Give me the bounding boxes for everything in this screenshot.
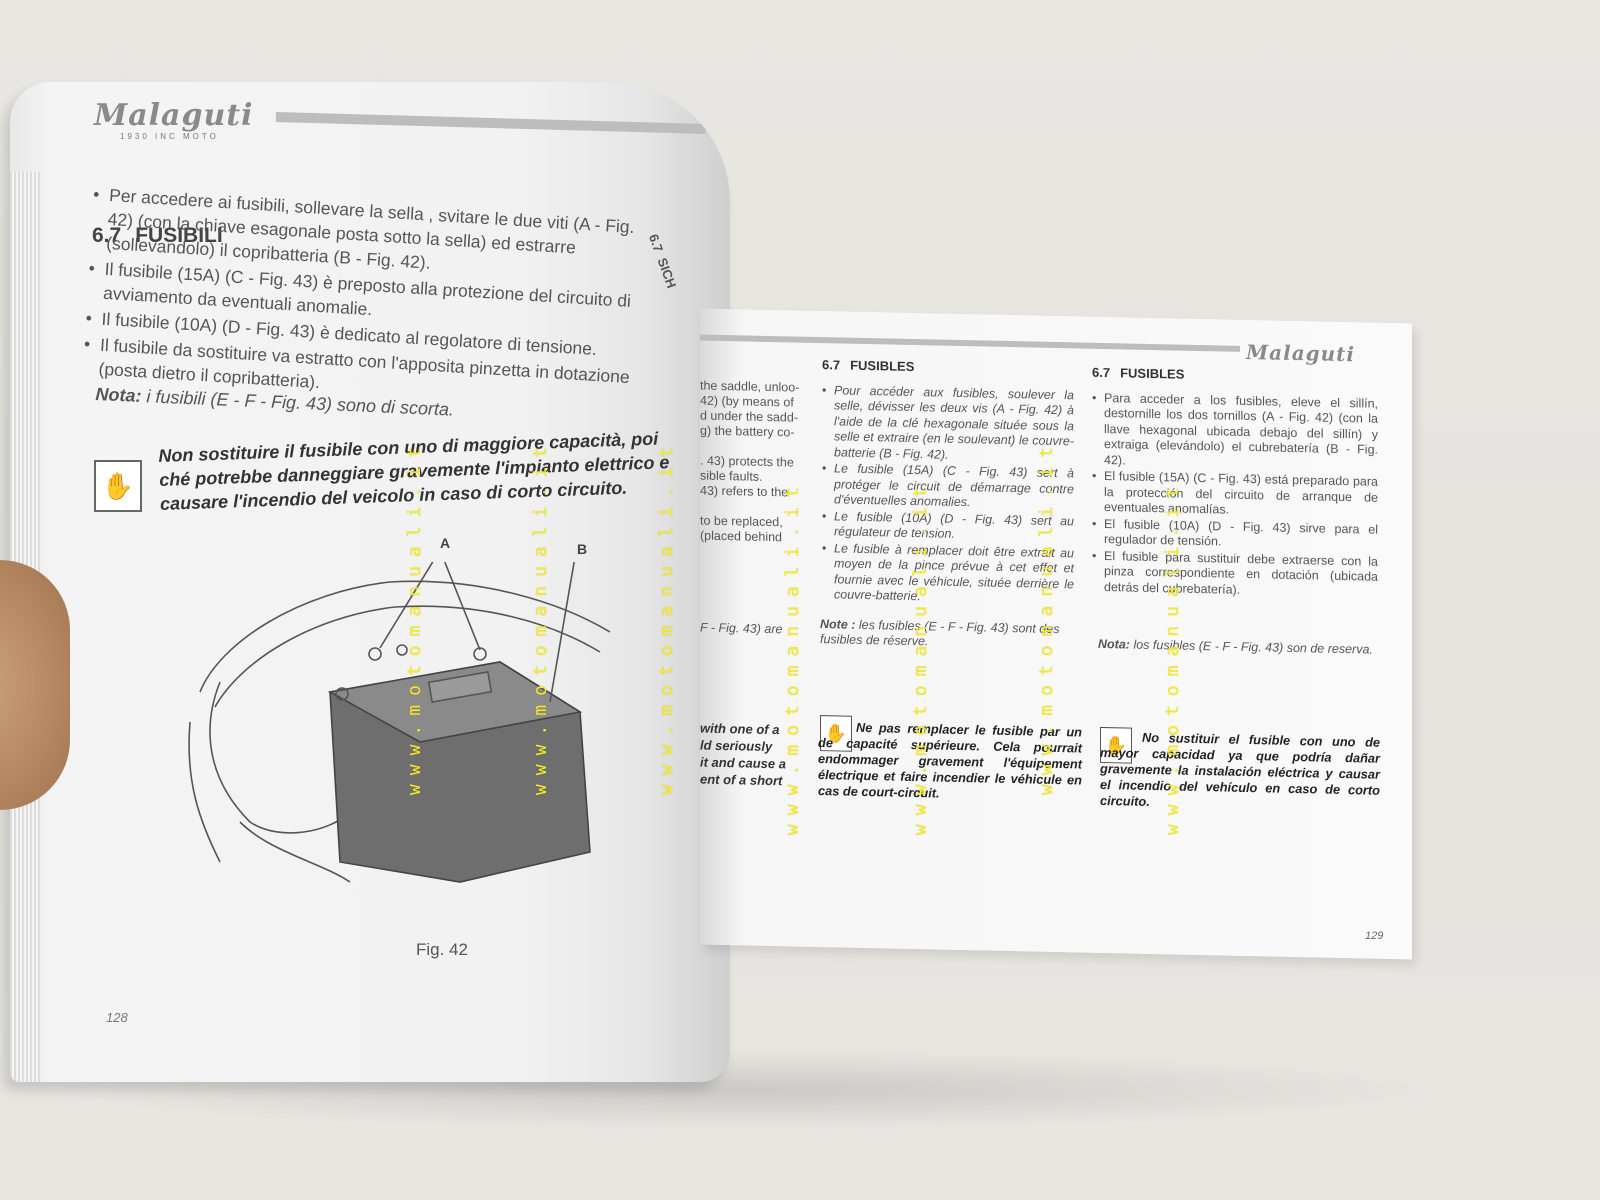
english-fragment: (placed behind [700,528,783,545]
warning-hand-icon: ✋ [94,460,142,512]
note-label: Note : [820,617,856,632]
logo-subtitle: 1930 INC MOTO [120,132,219,141]
english-fragment: sible faults. [700,468,763,484]
section-title: FUSIBLES [850,357,915,375]
figure-label-a: A [440,535,451,551]
section-title: FUSIBILI [135,224,223,247]
english-fragment: 43) refers to the [700,483,789,500]
note-text: les fusibles (E - F - Fig. 43) sont des … [820,617,1060,649]
note-label: Nota: [1098,636,1130,652]
english-warning-fragment: it and cause a [700,754,786,772]
watermark: www.motomanuali.it [1162,478,1183,836]
seat-battery-illustration [188,562,611,883]
english-fragment: F - Fig. 43) are [700,620,783,637]
english-warning-fragment: ent of a short [700,771,783,789]
left-page: Malaguti 1930 INC MOTO 6.7 FUSIBILI •Per … [10,82,730,1082]
watermark: www.motomanuali.it [530,438,551,796]
left-bullets: •Per accedere ai fusibili, sollevare la … [82,182,653,416]
english-fragment: the saddle, unloo- [700,378,800,395]
section-number: 6.7 [92,224,122,247]
spanish-column: 6.7 FUSIBLES •Para acceder a los fusibles… [1092,365,1378,602]
english-fragment: to be replaced, [700,513,783,530]
watermark: www.motomanuali.it [782,478,803,836]
list-item: •El fusible (15A) (C - Fig. 43) está pre… [1092,469,1378,521]
note-label: Nota: [95,384,142,406]
english-warning-fragment: with one of a [700,720,780,738]
side-fragment: 6.7 SICH [645,232,680,291]
section-title: FUSIBLES [1120,365,1185,382]
spanish-warning: No sustituir el fusible con uno de mayor… [1100,729,1380,809]
english-fragment: 42) (by means of [700,393,794,410]
english-warning-fragment: ld seriously [700,737,773,755]
english-fragment: g) the battery co- [700,423,795,440]
list-item: •Para acceder a los fusibles, eleve el s… [1092,390,1378,473]
watermark: www.motomanuali.it [656,438,677,796]
malaguti-logo: Malaguti [94,98,254,133]
section-number: 6.7 [1092,364,1111,381]
watermark: www.motomanuali.it [910,478,931,836]
spanish-note: Nota: los fusibles (E - F - Fig. 43) son… [1098,637,1376,658]
english-fragment: d under the sadd- [700,408,798,425]
watermark: www.motomanuali.it [1036,438,1057,796]
bullet-text: El fusible (15A) (C - Fig. 43) está prep… [1104,469,1378,517]
page-number: 129 [1365,930,1384,942]
malaguti-logo: Malaguti [1246,339,1356,367]
header-rule [275,112,706,135]
figure-label-b: B [577,541,588,557]
list-item: •El fusible para sustituir debe extraers… [1092,548,1378,600]
page-number: 128 [106,1010,128,1025]
watermark: www.motomanuali.it [404,438,425,796]
section-heading: 6.7 FUSIBILI [92,224,223,248]
thumb [0,560,70,810]
figure-caption: Fig. 42 [416,940,468,959]
french-heading: 6.7 FUSIBLES [822,357,1074,378]
spanish-heading: 6.7 FUSIBLES [1092,365,1378,386]
list-item: •El fusible (10A) (D - Fig. 43) sirve pa… [1092,516,1378,553]
section-number: 6.7 [822,357,841,373]
header-rule [700,334,1240,352]
bullet-text: El fusible (10A) (D - Fig. 43) sirve par… [1104,516,1378,549]
bullet-text: Para acceder a los fusibles, eleve el si… [1104,390,1378,467]
english-fragment: . 43) protects the [700,453,794,470]
bullet-text: El fusible para sustituir debe extraerse… [1104,548,1378,597]
